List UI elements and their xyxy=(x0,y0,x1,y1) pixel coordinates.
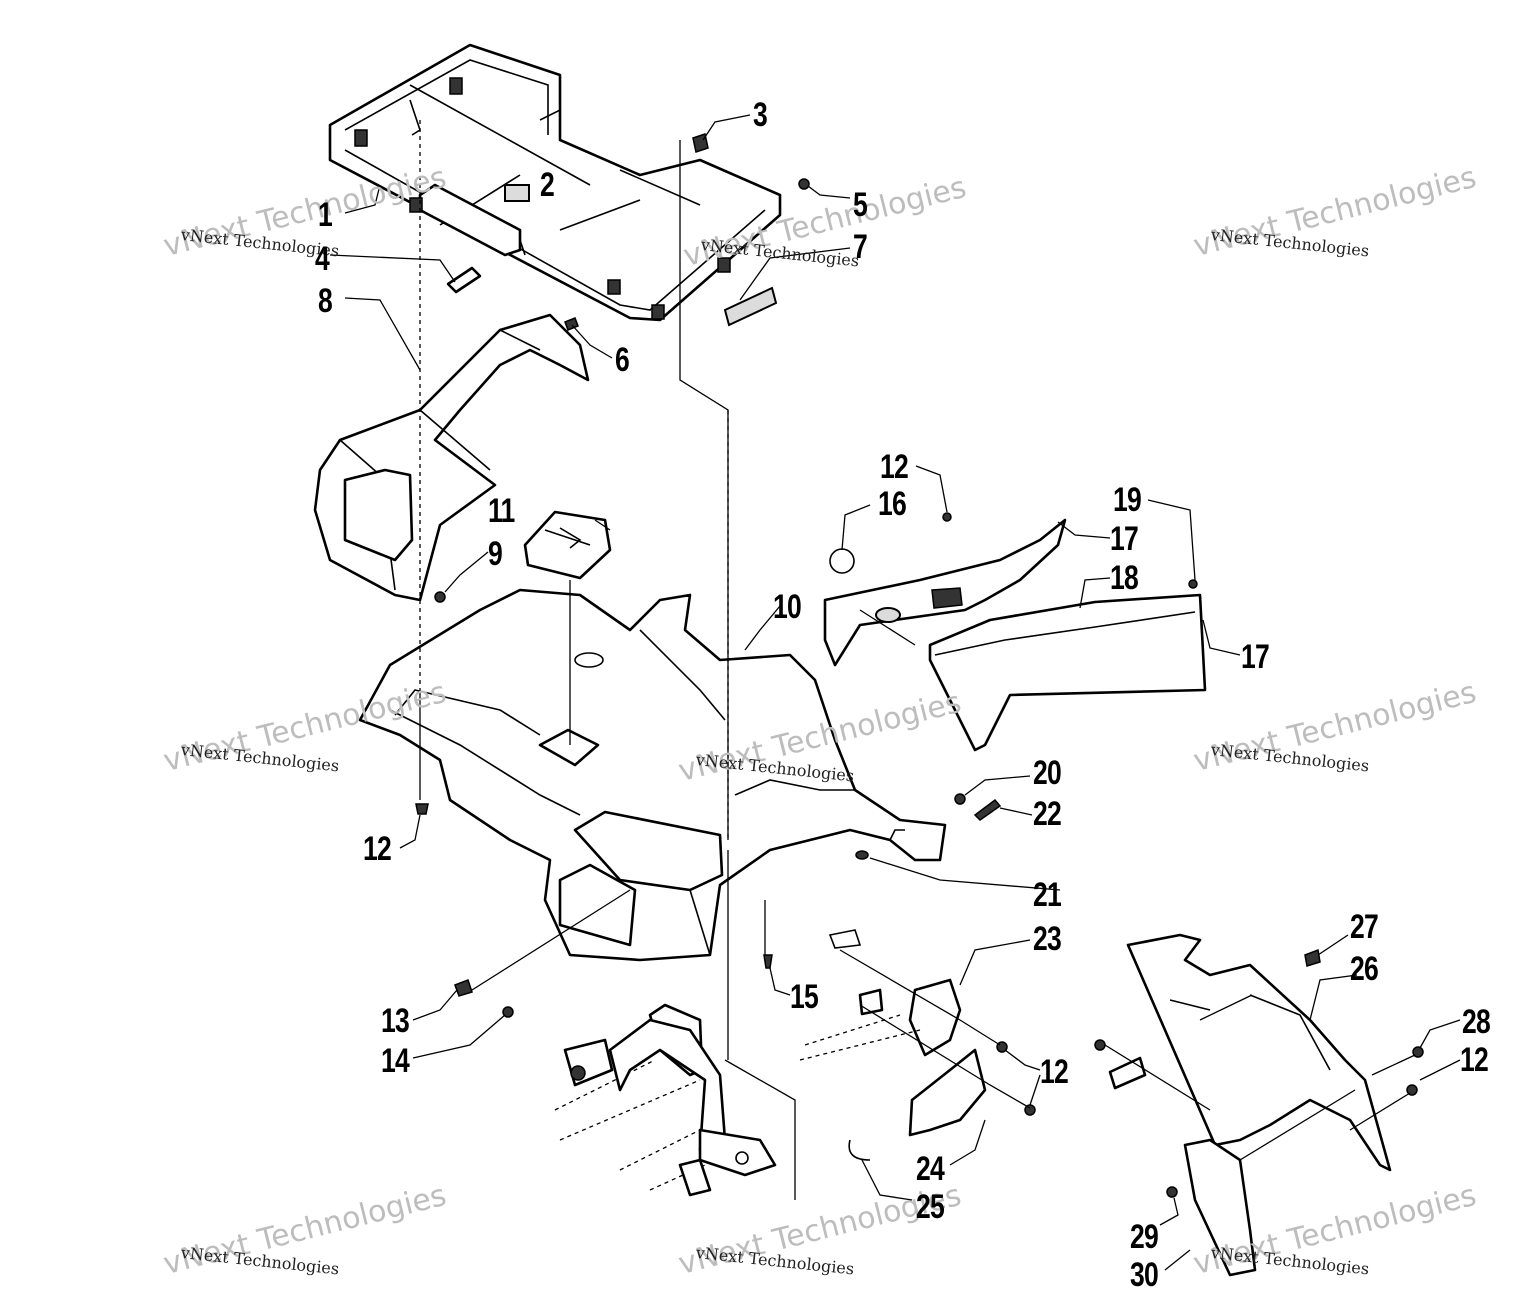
callout-20: 20 xyxy=(1033,754,1062,792)
nut-9 xyxy=(434,591,446,603)
callout-19: 19 xyxy=(1113,481,1142,519)
callout-12: 12 xyxy=(1040,1053,1069,1091)
callout-16: 16 xyxy=(878,485,907,523)
leader-lines xyxy=(329,114,1461,1271)
callout-9: 9 xyxy=(488,535,503,573)
callout-14: 14 xyxy=(381,1042,410,1080)
panel-24 xyxy=(908,1048,987,1137)
fastener-12-left xyxy=(415,803,429,815)
fastener-12-right-b xyxy=(1094,1039,1106,1051)
side-panel-left xyxy=(823,518,1067,667)
callout-26: 26 xyxy=(1350,950,1379,988)
callout-28: 28 xyxy=(1462,1003,1491,1041)
grommet-4 xyxy=(446,266,482,294)
fastener-29 xyxy=(1166,1186,1178,1198)
callout-22: 22 xyxy=(1033,795,1062,833)
callout-27: 27 xyxy=(1350,908,1379,946)
screw-14 xyxy=(502,1006,514,1018)
callout-30: 30 xyxy=(1130,1256,1159,1294)
callout-12: 12 xyxy=(363,830,392,868)
reflector-7 xyxy=(723,286,778,327)
callout-8: 8 xyxy=(318,282,333,320)
callout-3: 3 xyxy=(753,96,768,134)
washer-21 xyxy=(855,850,869,860)
callout-18: 18 xyxy=(1110,559,1139,597)
callout-11: 11 xyxy=(488,492,515,530)
side-panel-right xyxy=(928,593,1207,752)
callout-12: 12 xyxy=(1460,1041,1489,1079)
panel-26 xyxy=(1126,933,1392,1172)
bracket-23 xyxy=(799,929,962,1061)
main-body xyxy=(358,588,947,962)
callout-5: 5 xyxy=(853,186,868,224)
fastener-19 xyxy=(1188,579,1198,589)
rear-rack xyxy=(328,43,782,322)
callout-1: 1 xyxy=(318,196,333,234)
ring-16 xyxy=(829,548,855,574)
pin-22 xyxy=(973,798,1002,821)
screw-5 xyxy=(798,178,810,190)
callout-23: 23 xyxy=(1033,920,1062,958)
decal-2 xyxy=(504,184,530,202)
callout-10: 10 xyxy=(773,588,802,626)
fastener-12-top xyxy=(942,512,952,522)
callout-7: 7 xyxy=(853,228,868,266)
callout-2: 2 xyxy=(540,166,555,204)
screw-6 xyxy=(564,317,579,331)
frame-section xyxy=(554,1003,796,1200)
rear-fender xyxy=(313,313,590,602)
fastener-28 xyxy=(1412,1046,1424,1058)
callout-25: 25 xyxy=(916,1188,945,1226)
callout-21: 21 xyxy=(1033,876,1062,914)
callout-17: 17 xyxy=(1110,520,1139,558)
callout-29: 29 xyxy=(1130,1218,1159,1256)
callout-12: 12 xyxy=(880,448,909,486)
callout-13: 13 xyxy=(381,1002,410,1040)
storage-cover-11 xyxy=(523,510,612,580)
screw-15 xyxy=(763,954,773,969)
clip-25 xyxy=(848,1139,871,1161)
fastener-12-right xyxy=(1406,1084,1418,1096)
clip-13 xyxy=(454,979,473,997)
callout-6: 6 xyxy=(615,341,630,379)
callout-24: 24 xyxy=(916,1150,945,1188)
callout-15: 15 xyxy=(790,978,819,1016)
panel-30 xyxy=(1183,1138,1257,1277)
bracket-small xyxy=(1108,1056,1147,1090)
screw-27 xyxy=(1304,948,1321,967)
callout-17: 17 xyxy=(1241,638,1270,676)
callout-4: 4 xyxy=(315,240,330,278)
washer-20 xyxy=(954,793,966,805)
